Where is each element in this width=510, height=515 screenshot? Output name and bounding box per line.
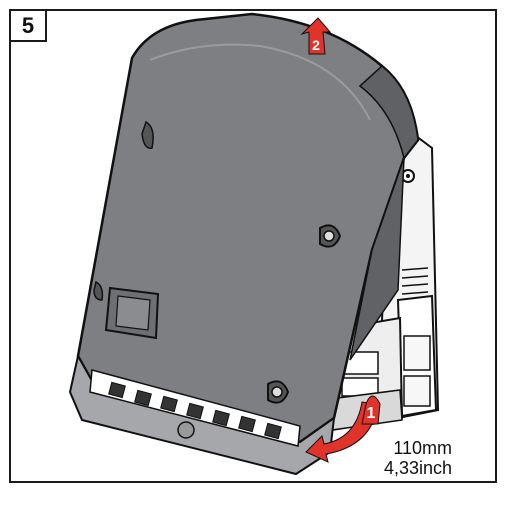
cover-screw-bottom: [267, 380, 290, 404]
arrow-two-label: 2: [312, 37, 320, 53]
dimension-metric: 110mm: [393, 438, 452, 458]
dimension-imperial: 4,33inch: [383, 458, 452, 478]
arrow-one-label: 1: [367, 405, 376, 422]
step-number-badge: 5: [9, 9, 47, 42]
inverter-cover: [68, 12, 420, 476]
arrow-two: [300, 17, 332, 55]
arrow-one: [305, 395, 381, 463]
cover-screw-top: [319, 224, 342, 248]
